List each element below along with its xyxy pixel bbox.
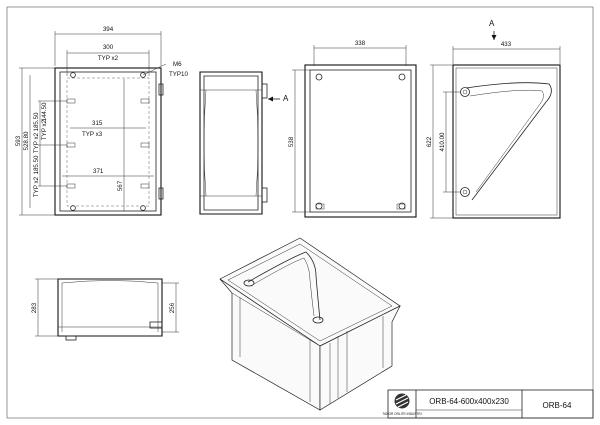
dim-plate-height: 538 [288,136,295,147]
mount-hole-bl [70,205,76,211]
front-mounting-plate-outline [66,77,150,207]
section-label-a-door: A [489,19,495,28]
iso-right-side [319,305,401,411]
dim-top-depth: 283 [31,302,38,313]
dim-height-c: 144.50 [41,102,48,121]
thread-note: TYP10 [169,71,188,78]
iso-front-side [219,278,321,411]
dim-inner-height-2: 567 [117,180,124,191]
dim-hinge-spacing: 410.00 [439,132,446,151]
iso-lid-curve [247,251,321,321]
dim-overall-width: 394 [103,26,114,33]
top-view: 283 256 [31,278,179,341]
section-label-a-side: A [283,94,289,103]
dim-top-inner-depth: 256 [169,302,176,313]
front-view: 394 300 TYP x2 M6 TYP10 593 528.80 185.5… [15,26,188,216]
front-hinge-top [158,83,164,96]
thread-spec: M6 [173,61,182,68]
side-latch-top [261,83,268,99]
dim-door-height: 622 [426,136,433,147]
dim-rail-note: TYP x3 [82,131,103,138]
dim-mount-width-note: TYP x2 [98,55,119,62]
plate-outline-outer [304,64,417,218]
dim-height-a-note: TYP x2 [33,176,40,197]
front-enclosure-inner [59,71,157,212]
door-hinge-bottom [460,187,470,197]
dim-overall-height: 593 [15,135,22,146]
dim-door-width: 433 [501,41,512,48]
door-outline [452,64,561,219]
rail-slots [66,98,150,189]
dim-rail-width: 315 [92,120,103,127]
dim-plate-width: 338 [355,40,366,47]
plate-outline-inner [309,69,412,213]
dim-inner-width: 371 [93,168,104,175]
mount-hole-br [140,205,146,211]
mount-hole-tr [140,72,146,78]
side-latch-bottom [261,187,268,203]
door-view: A 433 622 410.00 [426,19,561,219]
front-hinge-bottom [158,187,164,200]
dim-height-c-note: TYP x2 [41,119,48,140]
dim-mount-width: 300 [103,44,114,51]
side-view: A [199,71,289,215]
top-outline [57,278,163,337]
sheet-border [6,6,594,419]
door-hinge-top [460,87,470,97]
plate-view: 338 538 [288,40,417,218]
drawing-title: ORB-64-600x400x230 [429,397,509,406]
thread-leader [142,63,167,76]
side-outline [199,71,263,215]
front-enclosure-outline [54,67,162,216]
dim-inner-height: 528.80 [23,131,30,150]
company-logo [394,393,410,409]
dim-height-a: 185.50 [33,155,40,174]
isometric-view [219,237,401,411]
title-block: TANOR ORLITE INDUSTRI ORB-64-600x400x230… [382,389,594,419]
door-handle-curve [465,82,552,201]
company-name: TANOR ORLITE INDUSTRI [382,412,421,416]
dim-height-b: 185.50 [33,112,40,131]
dim-height-b-note: TYP x2 [33,132,40,153]
mount-hole-tl [70,72,76,78]
part-number: ORB-64 [543,401,572,410]
